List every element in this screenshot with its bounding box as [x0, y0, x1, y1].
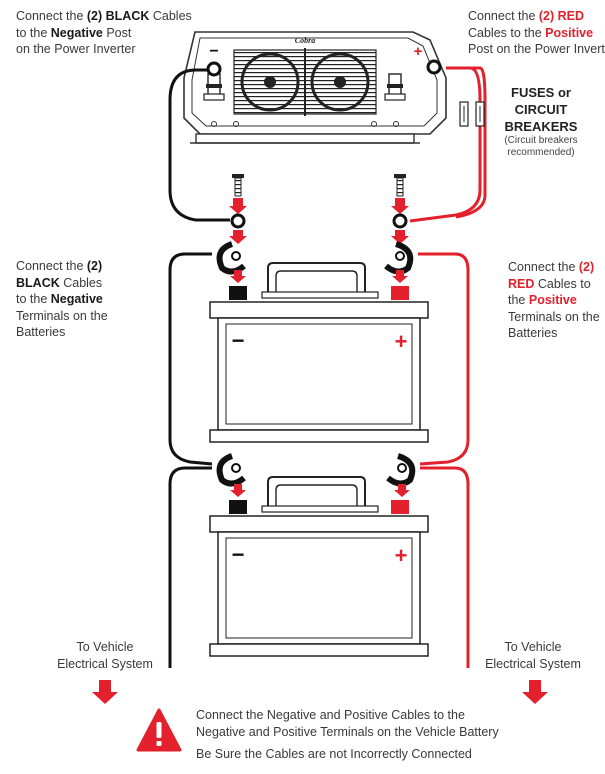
text: Connect the: [16, 259, 87, 273]
battery-1: [209, 262, 429, 443]
black-cable-inverter: [168, 68, 230, 222]
text: Negative and Positive Terminals on the V…: [196, 724, 499, 739]
negative-bolt-icon: [229, 174, 247, 214]
text: Post on the Power Inverter: [468, 42, 605, 56]
instruction-battery-positive: Connect the (2) RED Cables to the Positi…: [508, 259, 605, 342]
red-cable-vehicle: [420, 466, 470, 668]
negative-clamp-1: [216, 241, 246, 283]
inverter-negative-sign: −: [209, 43, 218, 60]
positive-bolt-icon: [391, 174, 409, 214]
text-bold: (2) BLACK: [86, 9, 150, 23]
fuses-note: (Circuit breakers recommended): [486, 135, 596, 158]
battery-1-negative-sign: −: [232, 328, 245, 353]
instruction-inverter-positive: Connect the (2) RED Cables to the Positi…: [468, 8, 605, 58]
vehicle-label-left: To Vehicle Electrical System: [40, 639, 170, 672]
text: (Circuit breakers: [504, 135, 578, 146]
text: Connect the: [468, 9, 539, 23]
text: Be Sure the Cables are not Incorrectly C…: [196, 747, 472, 761]
text: the: [508, 293, 529, 307]
text: FUSES or: [511, 85, 571, 100]
text: Connect the: [16, 9, 87, 23]
inverter-negative-post: [206, 61, 222, 77]
text-bold: RED: [508, 276, 535, 291]
text-bold: Positive: [545, 25, 594, 40]
text-bold: BLACK: [16, 275, 60, 290]
battery-2-negative-sign: −: [232, 542, 245, 567]
warning-icon: [136, 708, 182, 752]
text: Electrical System: [57, 656, 153, 671]
brand-logo: Cobra: [295, 36, 315, 45]
text: Electrical System: [485, 656, 581, 671]
text: to the: [16, 292, 51, 306]
text: Batteries: [508, 326, 558, 340]
text-bold: (2): [86, 259, 103, 273]
positive-ring-terminal: [392, 213, 408, 229]
text: Connect the Negative and Positive Cables…: [196, 708, 465, 722]
text-bold: (2) RED: [538, 9, 585, 23]
negative-ring-terminal: [230, 213, 246, 229]
instruction-battery-negative: Connect the (2) BLACK Cables to the Nega…: [16, 258, 156, 341]
text: Terminals on the: [16, 308, 108, 323]
text: Cables to: [534, 276, 591, 291]
text: To Vehicle: [504, 640, 562, 654]
text: on the Power Inverter: [16, 42, 136, 56]
battery-2: [209, 476, 429, 657]
vehicle-arrow-left-icon: [92, 680, 118, 704]
text: to the: [16, 25, 51, 40]
warning-text: Connect the Negative and Positive Cables…: [196, 707, 596, 763]
black-cable-battery-1: [168, 252, 213, 466]
text: Cables: [149, 9, 192, 23]
instruction-inverter-negative: Connect the (2) BLACK Cables to the Nega…: [16, 8, 206, 58]
inverter-positive-post: [426, 59, 442, 75]
text: Connect the: [508, 260, 579, 274]
text: Batteries: [16, 325, 66, 339]
positive-clamp-1: [384, 241, 414, 283]
red-cable-inverter: [409, 66, 487, 223]
vehicle-arrow-right-icon: [522, 680, 548, 704]
positive-clamp-2: [386, 453, 416, 497]
negative-clamp-2: [216, 453, 246, 497]
text: recommended): [507, 146, 575, 158]
text-bold: Negative: [50, 292, 103, 306]
text: CIRCUIT: [514, 102, 568, 117]
text: BREAKERS: [504, 119, 578, 134]
text: Cables to the: [468, 25, 546, 40]
fuses-icon: [459, 101, 485, 127]
vehicle-label-right: To Vehicle Electrical System: [468, 639, 598, 672]
black-cable-vehicle: [168, 466, 212, 668]
battery-2-positive-sign: +: [395, 543, 408, 568]
text: Terminals on the: [508, 309, 600, 324]
text-bold: Positive: [528, 293, 577, 307]
red-cable-battery-1: [418, 252, 470, 466]
inverter-positive-sign: +: [414, 43, 423, 60]
text: Cables: [59, 275, 103, 290]
power-inverter: [183, 31, 447, 144]
text-bold: (2): [578, 260, 595, 274]
text-bold: Negative: [50, 25, 103, 40]
text: Post: [102, 25, 132, 40]
battery-1-positive-sign: +: [395, 329, 408, 354]
text: To Vehicle: [76, 640, 134, 654]
fuses-label: FUSES or CIRCUIT BREAKERS: [496, 84, 586, 135]
